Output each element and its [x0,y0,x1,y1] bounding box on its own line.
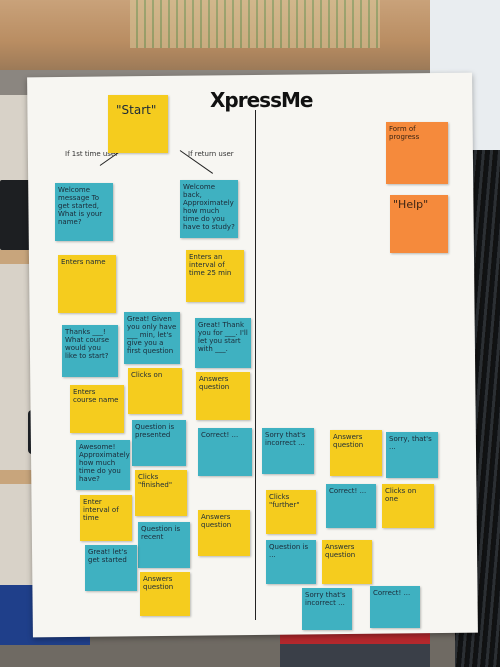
note-question-is: Question is ... [266,540,316,584]
label-first-time: If 1st time user [65,150,119,158]
note-start: "Start" [108,95,168,153]
note-great-2: Great! Thank you for ___. I'll let you s… [195,318,251,368]
note-thanks: Thanks ___! What course would you like t… [62,325,118,377]
note-clicks-finished: Clicks "finished" [135,470,187,516]
note-form-progress: Form of progress [386,122,448,184]
note-answers-question-3: Answers question [140,572,190,616]
divider-line [255,110,256,620]
note-sorry: Sorry that's incorrect ... [262,428,314,474]
note-question-is-presented: Question is presented [132,420,186,466]
note-clicks-further: Clicks "further" [266,490,316,534]
note-welcome: Welcome message To get started, What is … [55,183,113,241]
note-enters-name: Enters name [58,255,116,313]
label-return: If return user [188,150,234,158]
note-help: "Help" [390,195,448,253]
note-answers-question-5: Answers question [322,540,372,584]
note-correct-3: Correct! ... [370,586,420,628]
note-sorry-3: Sorry that's incorrect ... [302,588,352,630]
book-spine [280,632,430,644]
note-answers-question-2: Answers question [198,510,250,556]
note-answers-question-4: Answers question [330,430,382,476]
note-question-recent: Question is recent [138,522,190,568]
tape-roll [130,0,380,48]
note-enter-time: Enter interval of time [80,495,132,541]
note-clicks-on: Clicks on [128,368,182,414]
note-welcome-back: Welcome back, Approximately how much tim… [180,180,238,238]
poster-title: XpressMe [210,88,313,112]
note-sorry-2: Sorry, that's ... [386,432,438,478]
note-great-lets: Great! let's get started [85,545,137,591]
note-awesome: Awesome! Approximately how much time do … [76,440,130,490]
note-answers-question-1: Answers question [196,372,250,420]
note-enters-course: Enters course name [70,385,124,433]
note-correct-2: Correct! ... [326,484,376,528]
note-clicks-on-one: Clicks on one [382,484,434,528]
note-great-1: Great! Given you only have ___ min, let'… [124,312,180,364]
note-enters-time: Enters an interval of time 25 min [186,250,244,302]
note-correct: Correct! ... [198,428,252,476]
